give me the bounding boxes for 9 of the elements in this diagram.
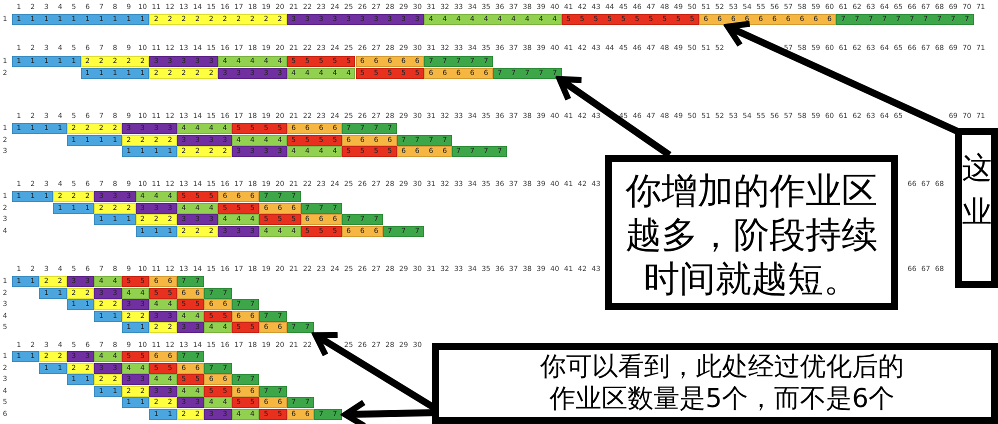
arrow xyxy=(724,20,959,134)
callout-text: 你可以看到，此处经过优化后的作业区数量是5个，而不是6个 xyxy=(539,351,905,415)
callout-box xyxy=(955,128,998,288)
callout-text: 这业 xyxy=(962,150,992,232)
arrow xyxy=(342,399,434,424)
callout-box xyxy=(605,155,898,310)
callout-box xyxy=(432,343,998,424)
callout-text: 你增加的作业区越多，阶段持续时间就越短。 xyxy=(624,170,878,302)
arrow xyxy=(556,76,672,158)
